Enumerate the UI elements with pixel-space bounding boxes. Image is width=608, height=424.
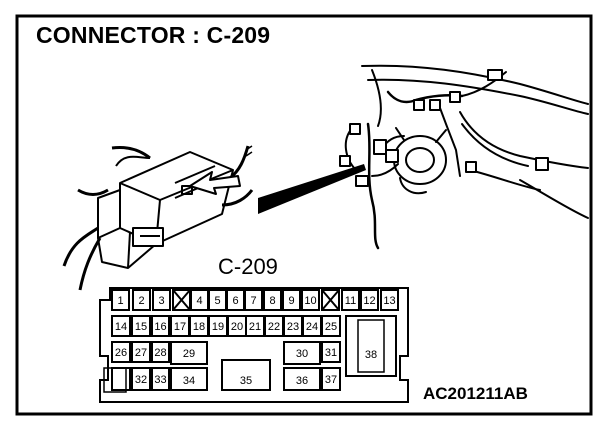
pin-label: 26 — [115, 347, 127, 359]
pin-label: 37 — [325, 374, 337, 386]
pin-label: 32 — [135, 374, 147, 386]
pin-label: 2 — [138, 295, 144, 307]
vehicle-dashboard-illustration — [339, 64, 589, 250]
pin-label: 18 — [193, 321, 205, 333]
pin-label: 35 — [240, 375, 252, 387]
pin-label: 27 — [135, 347, 147, 359]
pin-label: 28 — [154, 347, 166, 359]
pin-label: 14 — [115, 321, 127, 333]
pin-label: 12 — [363, 295, 375, 307]
pin-label: 30 — [296, 348, 308, 360]
pin-numbers: 1 2 3 4 5 6 7 8 9 10 11 12 13 14 15 16 1… — [115, 295, 396, 387]
pin-label: 7 — [250, 295, 256, 307]
connector-housing-illustration — [62, 145, 254, 291]
pin-label: 25 — [325, 321, 337, 333]
pin-label: 10 — [304, 295, 316, 307]
outer-border — [15, 14, 593, 416]
arrow-icon — [189, 171, 241, 195]
blank-cavity-mark — [321, 289, 340, 311]
document-code: AC201211AB — [423, 384, 528, 403]
page-title: CONNECTOR : C-209 — [36, 22, 271, 48]
pin-label: 9 — [288, 295, 294, 307]
pin-label: 21 — [249, 321, 261, 333]
locator-beam — [258, 164, 366, 214]
pin-label: 36 — [296, 375, 308, 387]
pin-label: 22 — [268, 321, 280, 333]
pin-label: 23 — [287, 321, 299, 333]
pin-label: 34 — [183, 375, 195, 387]
pin-label: 4 — [196, 295, 202, 307]
pin-label: 13 — [383, 295, 395, 307]
pin-label: 16 — [154, 321, 166, 333]
connector-face-diagram — [99, 287, 409, 403]
pin-label: 31 — [325, 347, 337, 359]
connector-label: C-209 — [218, 254, 278, 279]
pin-label: 15 — [135, 321, 147, 333]
pin-label: 29 — [183, 348, 195, 360]
pin-label: 19 — [212, 321, 224, 333]
pin-label: 3 — [158, 295, 164, 307]
pin-label: 11 — [345, 295, 356, 307]
pin-label: 20 — [231, 321, 243, 333]
pin-label: 33 — [154, 374, 166, 386]
pin-label: 1 — [117, 295, 123, 307]
pin-label: 38 — [365, 349, 377, 361]
pin-label: 5 — [214, 295, 220, 307]
blank-cavity-mark — [172, 289, 191, 311]
pin-label: 17 — [174, 321, 186, 333]
pin-label: 8 — [269, 295, 275, 307]
pin-label: 6 — [232, 295, 238, 307]
pin-label: 24 — [306, 321, 318, 333]
